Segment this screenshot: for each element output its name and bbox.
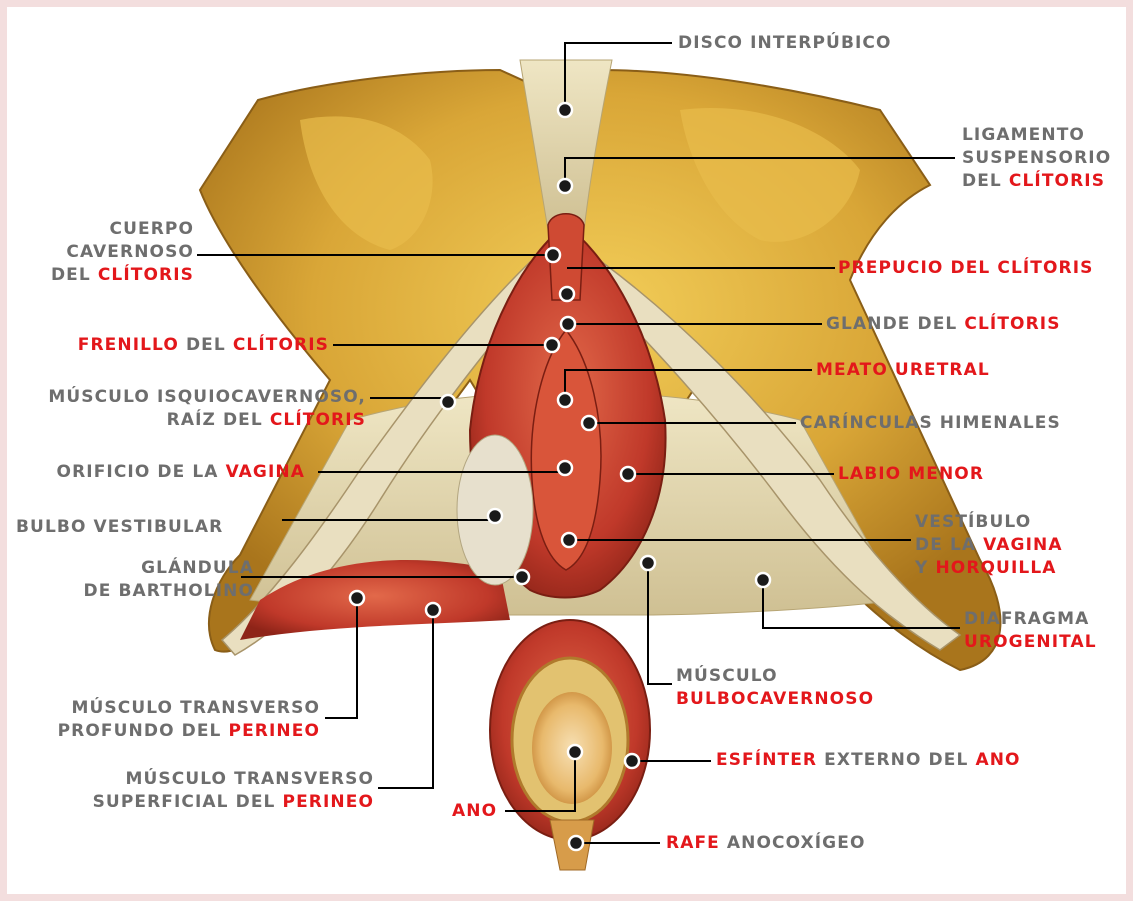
- marker-diafragma: [756, 573, 770, 587]
- label-prepucio: PREPUCIO DEL CLÍTORIS: [838, 257, 1094, 280]
- label-glande: GLANDE DEL CLÍTORIS: [826, 313, 1061, 336]
- label-orificio-vagina: ORIFICIO DE LA VAGINA: [20, 461, 305, 484]
- marker-cuerpo-cavernoso: [546, 248, 560, 262]
- label-disco-interpubico: DISCO INTERPÚBICO: [678, 32, 892, 55]
- marker-bulbocavernoso: [641, 556, 655, 570]
- marker-disco: [558, 103, 572, 117]
- label-meato-uretral: MEATO URETRAL: [816, 359, 990, 382]
- label-ano: ANO: [452, 800, 497, 823]
- label-labio-menor: LABIO MENOR: [838, 463, 984, 486]
- marker-meato: [558, 393, 572, 407]
- marker-isquio: [441, 395, 455, 409]
- label-rafe: RAFE ANOCOXÍGEO: [666, 832, 866, 855]
- marker-ano: [568, 745, 582, 759]
- label-carunculas: CARÍNCULAS HIMENALES: [800, 412, 1061, 435]
- marker-carunculas: [582, 416, 596, 430]
- marker-bartholino: [515, 570, 529, 584]
- marker-prepucio: [560, 287, 574, 301]
- marker-ligamento: [558, 179, 572, 193]
- marker-transv-profundo: [350, 591, 364, 605]
- marker-orificio: [558, 461, 572, 475]
- marker-rafe: [569, 836, 583, 850]
- label-bulbo-vestibular: BULBO VESTIBULAR: [16, 516, 223, 539]
- marker-frenillo: [545, 338, 559, 352]
- marker-bulbo: [488, 509, 502, 523]
- label-esfinter: ESFÍNTER EXTERNO DEL ANO: [716, 749, 1021, 772]
- label-frenillo: FRENILLO DEL CLÍTORIS: [20, 334, 329, 357]
- label-isquiocavernoso: MÚSCULO ISQUIOCAVERNOSO,RAÍZ DEL CLÍTORI…: [10, 386, 366, 432]
- marker-transv-superficial: [426, 603, 440, 617]
- marker-esfinter: [625, 754, 639, 768]
- marker-labio: [621, 467, 635, 481]
- marker-glande: [561, 317, 575, 331]
- marker-vestibulo: [562, 533, 576, 547]
